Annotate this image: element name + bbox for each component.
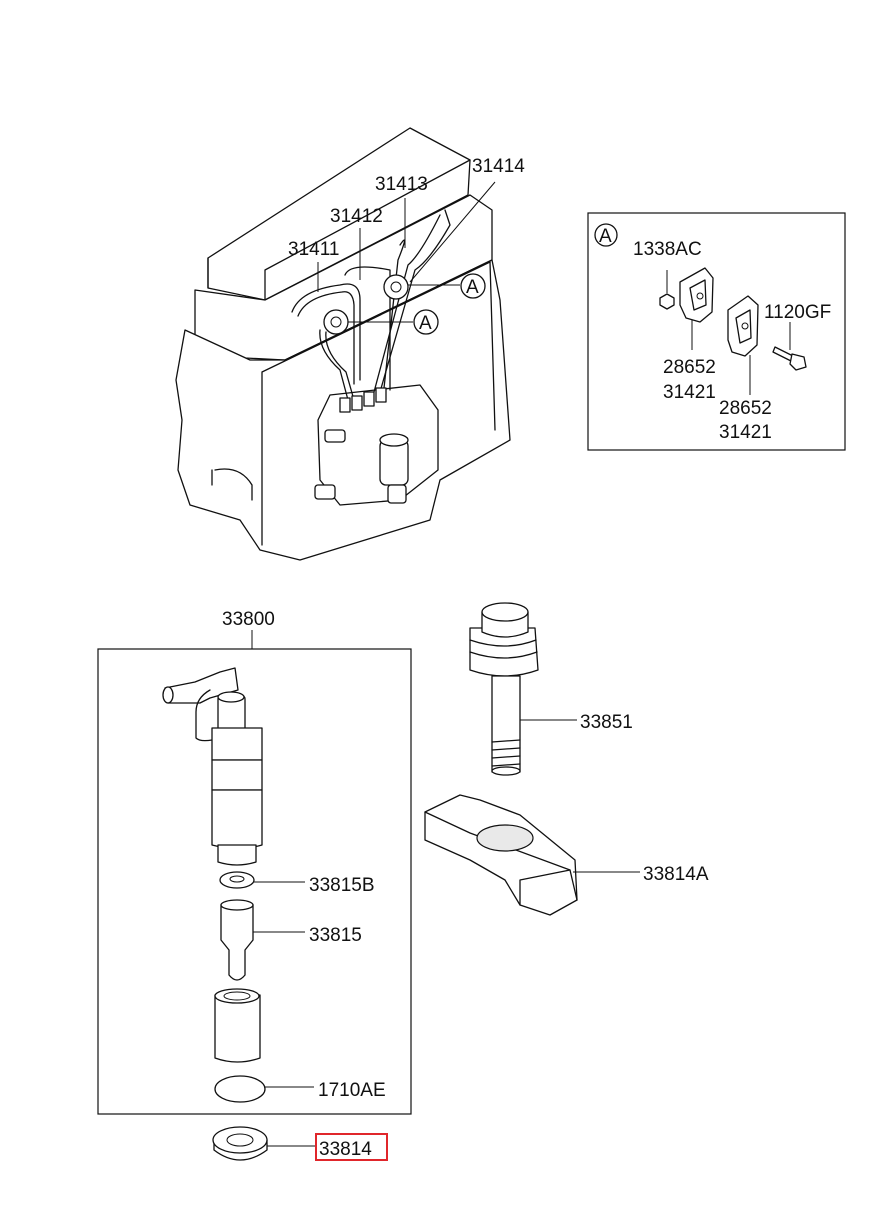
callout-a-upper: A	[460, 273, 486, 299]
engine-block-illustration	[175, 127, 511, 561]
label-33800: 33800	[222, 609, 275, 630]
label-31421-a: 31421	[663, 382, 716, 403]
label-31413: 31413	[375, 174, 428, 195]
label-33815B: 33815B	[309, 875, 375, 896]
label-31414: 31414	[472, 156, 525, 177]
callout-a-upper-text: A	[466, 277, 479, 298]
label-31411: 31411	[288, 239, 339, 260]
label-28652-b: 28652	[719, 398, 772, 419]
label-1338AC: 1338AC	[633, 239, 702, 260]
callout-a-lower: A	[413, 309, 439, 335]
bolt-33851-illustration	[469, 602, 539, 776]
label-31412: 31412	[330, 206, 383, 227]
callout-a-lower-text: A	[419, 313, 432, 334]
injector-leader-lines	[253, 881, 314, 1088]
label-28652-a: 28652	[663, 357, 716, 378]
injector-assembly-box	[97, 648, 412, 1115]
label-33815: 33815	[309, 925, 362, 946]
washer-33814-illustration	[212, 1126, 268, 1161]
label-1710AE: 1710AE	[318, 1080, 386, 1101]
label-33814A: 33814A	[643, 864, 709, 885]
label-33851: 33851	[580, 712, 633, 733]
label-33814[interactable]: 33814	[319, 1139, 372, 1160]
detail-a-marker: A	[599, 226, 612, 247]
label-31421-b: 31421	[719, 422, 772, 443]
label-1120GF: 1120GF	[764, 302, 831, 323]
highlight-box-33814[interactable]	[315, 1133, 388, 1161]
detail-a-box: A	[587, 212, 846, 451]
engine-leader-lines	[317, 181, 496, 323]
clamp-33814a-illustration	[424, 794, 578, 916]
injector-illustration	[162, 667, 266, 1103]
